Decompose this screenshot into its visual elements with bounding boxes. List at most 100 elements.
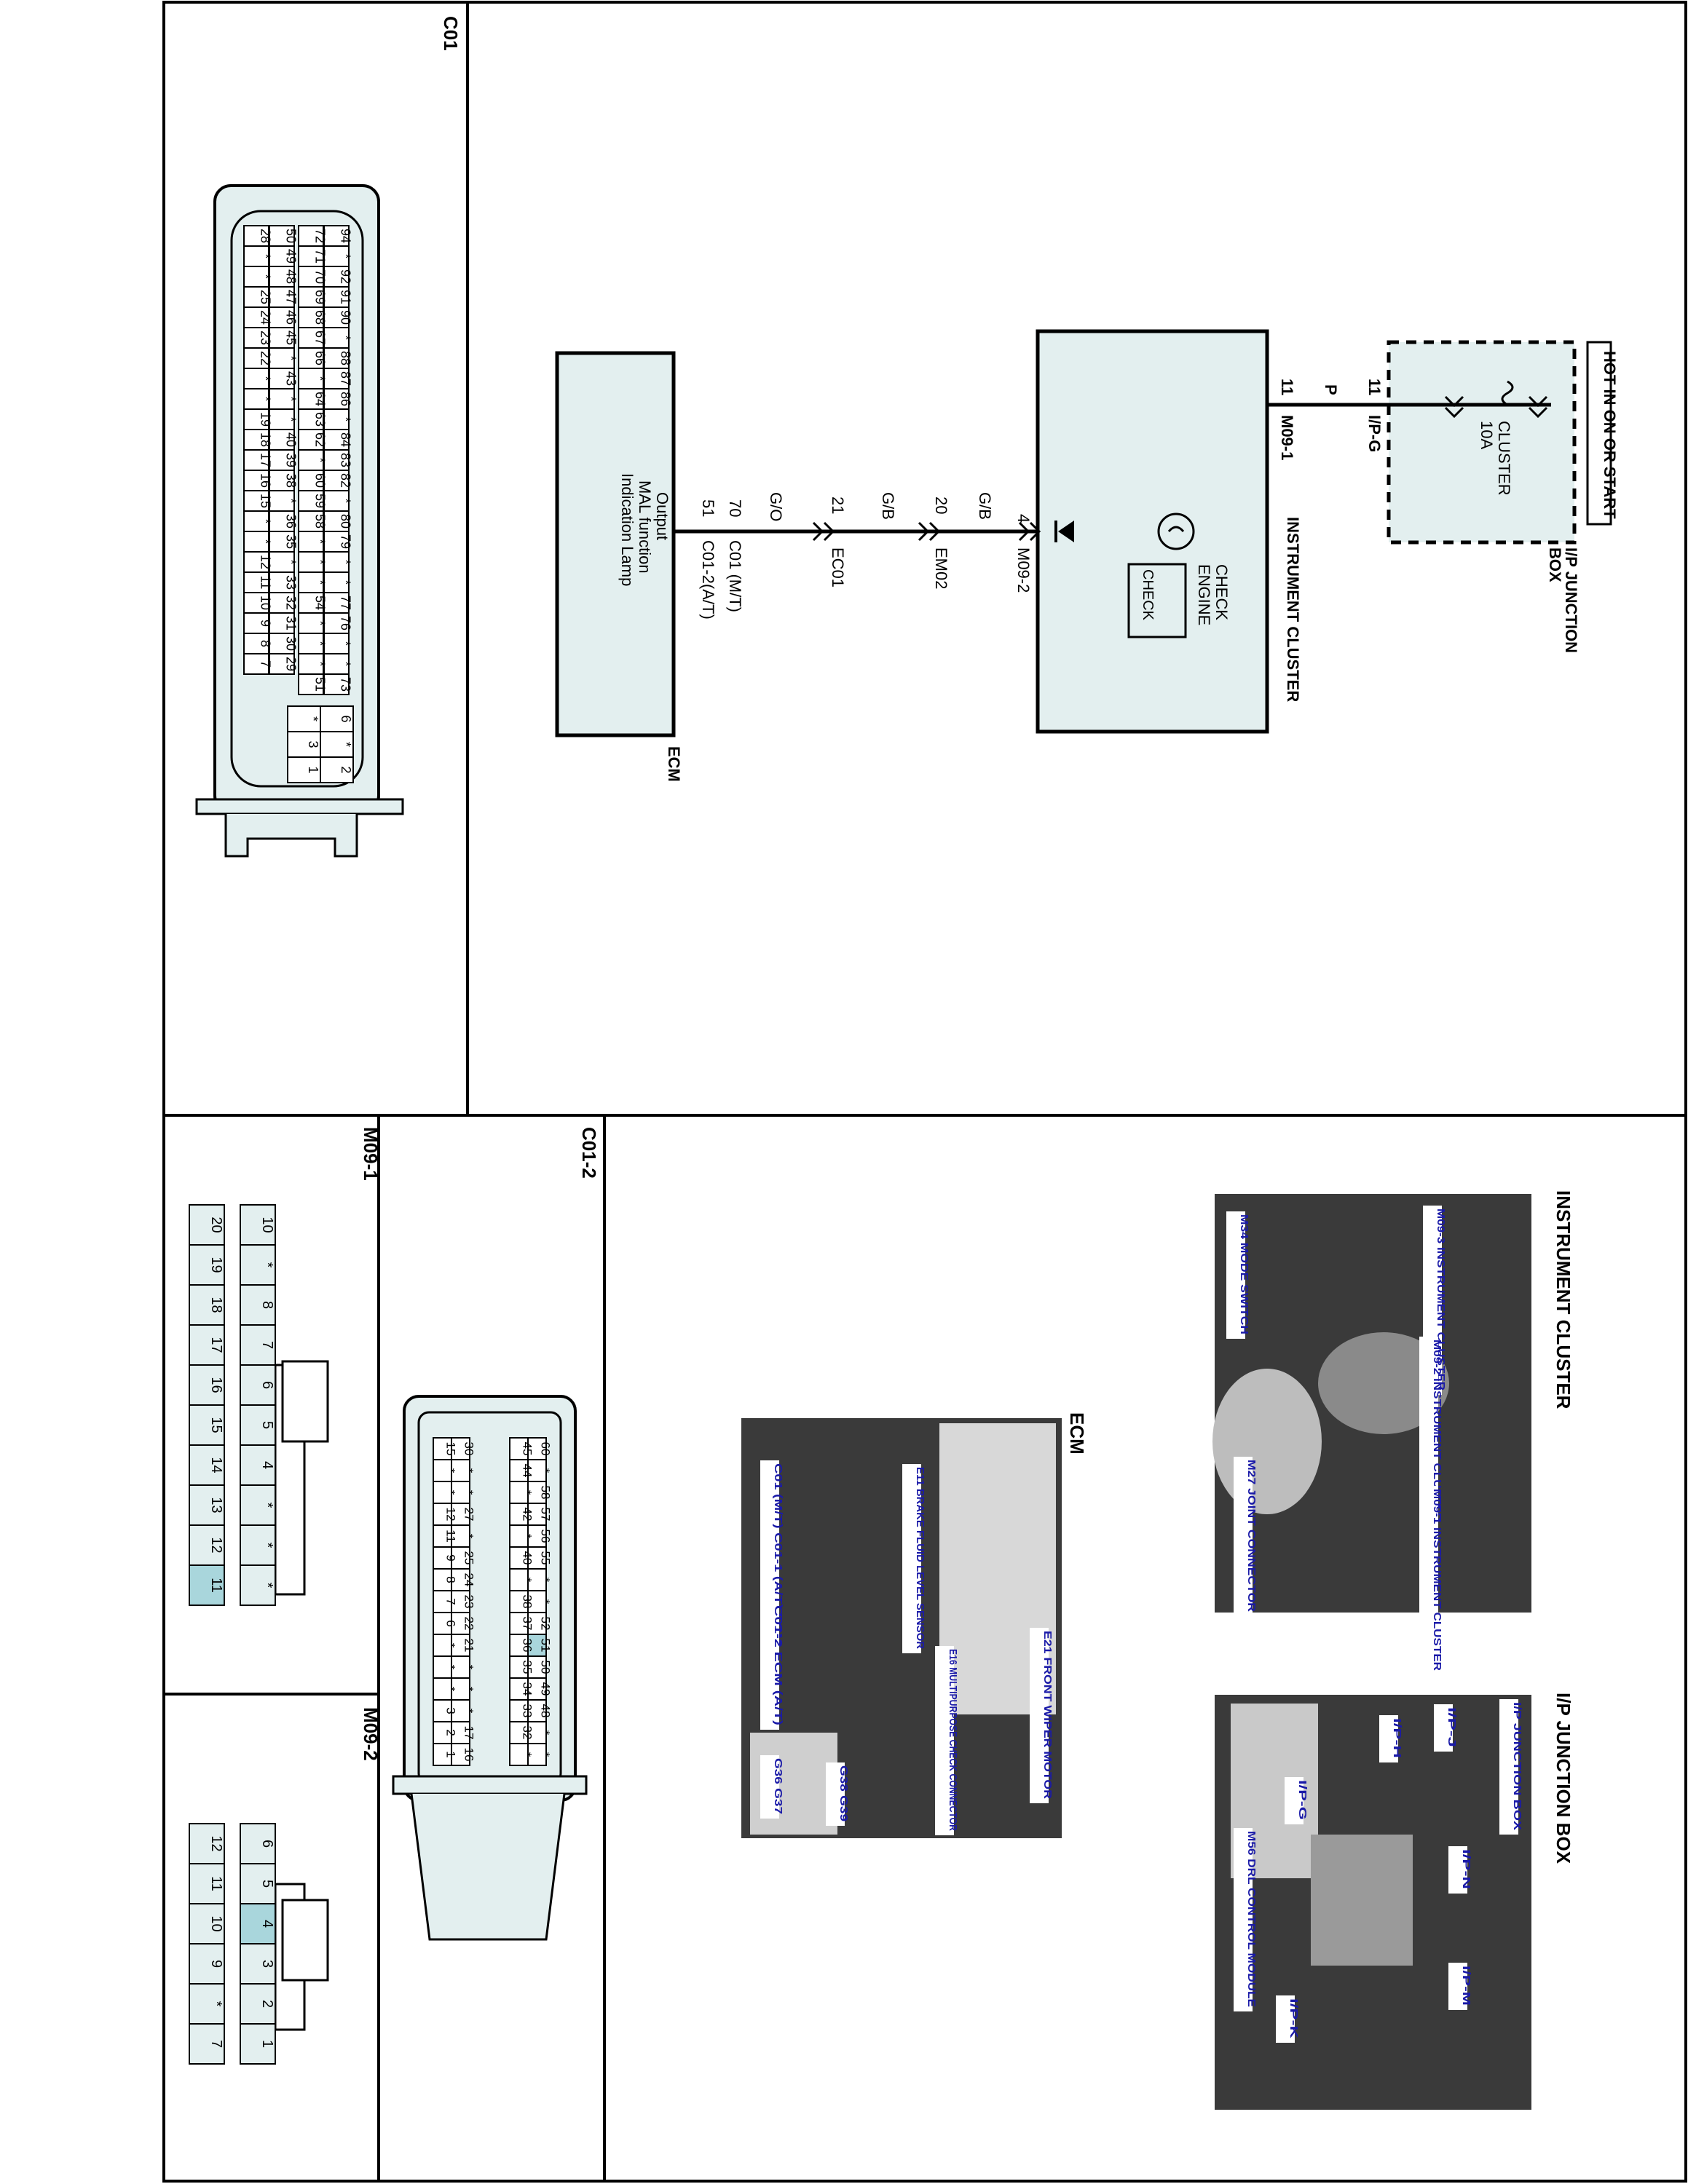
c01-2-pin: * — [443, 1468, 457, 1473]
c01-pin-cell — [269, 408, 295, 430]
m09-2-pin: 12 — [208, 1835, 224, 1851]
c01-pin: 35 — [283, 534, 298, 549]
c01-pin: 31 — [283, 616, 298, 630]
c01-pin: * — [312, 539, 327, 544]
c01-2-pin: * — [520, 1534, 534, 1539]
c01-pin: 68 — [312, 310, 327, 325]
chain-conn-m09-2: M09-2 — [1014, 547, 1033, 593]
m09-1-pin-cell — [189, 1204, 225, 1246]
c01-pin: 16 — [258, 473, 272, 488]
m09-2-pin: 9 — [208, 1960, 224, 1968]
m09-1-pin-cell — [240, 1364, 276, 1406]
c01-2-pin: 38 — [520, 1595, 534, 1609]
c01-pin: * — [312, 457, 327, 462]
c01-2-pin-cell — [509, 1590, 529, 1613]
c01-pin-cell — [243, 490, 269, 512]
c01-2-pin-cell — [433, 1481, 452, 1504]
ecm-desc-3: Indication Lamp — [618, 473, 636, 586]
c01-pin: 87 — [338, 371, 352, 386]
c01-pin-cell — [323, 286, 350, 308]
m09-1-pin-cell — [240, 1244, 276, 1286]
c01-2-pin: 33 — [520, 1704, 534, 1718]
c01-pin-cell — [269, 571, 295, 593]
c01-pin: 19 — [258, 412, 272, 427]
c01-2-pin-cell — [451, 1437, 470, 1460]
ecm-callout-bg — [935, 1646, 954, 1835]
c01-2-pin-cell — [509, 1721, 529, 1744]
c01-pin: * — [258, 518, 272, 523]
c01-pin: 48 — [283, 269, 298, 284]
m09-2-pin: 7 — [208, 2040, 224, 2048]
c01-pin: * — [312, 661, 327, 666]
c01-pin: 84 — [338, 432, 352, 447]
c01-pin-cell — [243, 408, 269, 430]
c01-pin: * — [338, 498, 352, 503]
c01-2-pin: 34 — [520, 1682, 534, 1696]
m09-1-pin: 17 — [208, 1337, 224, 1353]
c01-pin: 70 — [312, 269, 327, 284]
c01-small-pin: 6 — [339, 715, 353, 722]
m09-1-pin: 13 — [208, 1497, 224, 1513]
instrument-cluster-callout-bg — [1226, 1211, 1245, 1339]
c01-2-pin: 52 — [538, 1617, 552, 1631]
m09-2-pin: 2 — [259, 2000, 275, 2008]
chain-pin-51: 51 — [699, 499, 717, 517]
chain-color-go: G/O — [767, 492, 785, 521]
c01-2-pin: * — [462, 1665, 476, 1670]
c01-pin: * — [338, 579, 352, 585]
c01-2-pin-cell — [509, 1568, 529, 1591]
ip-junction-box-callout: I/P-N — [1460, 1849, 1472, 1889]
c01-2-pin: * — [520, 1752, 534, 1757]
m09-1-pin: 5 — [259, 1421, 275, 1429]
ecm-callout-bg — [760, 1602, 779, 1730]
c01-pin-cell — [323, 633, 350, 654]
fuse-name: CLUSTER — [1495, 421, 1513, 496]
m09-1-pin: 11 — [208, 1578, 224, 1593]
lamp-bulb-icon — [1157, 513, 1195, 550]
m09-2-pin-cell — [240, 1983, 276, 2025]
c01-pin: * — [283, 355, 298, 360]
c01-pin: 7 — [258, 660, 272, 668]
m09-1-pin: * — [259, 1543, 275, 1548]
m09-1-pin: * — [259, 1262, 275, 1268]
schematic: HOT IN ON OR START I/P JUNCTION BOX CLUS… — [555, 329, 1619, 782]
c01-pin: 58 — [312, 514, 327, 529]
m09-2-pin-cell — [240, 1943, 276, 1985]
c01-2-pin: 55 — [538, 1551, 552, 1565]
check-engine-symbol — [1127, 563, 1187, 638]
c01-2-pin-cell — [509, 1699, 529, 1722]
ip-junction-box-callout-bg — [1448, 1963, 1467, 2010]
c01-2-pin: 27 — [462, 1508, 476, 1522]
c01-pin: 45 — [283, 331, 298, 345]
c01-2-pin: 37 — [520, 1617, 534, 1631]
ip-junction-box-callout-bg — [1499, 1699, 1518, 1835]
c01-pin: * — [258, 539, 272, 544]
ip-junction-box-callout: I/P JUNCTION BOX — [1511, 1702, 1523, 1830]
c01-2-pin-cell — [433, 1677, 452, 1701]
c01-pin: 90 — [338, 310, 352, 325]
c01-2-pin-cell — [451, 1481, 470, 1504]
m09-1-pin-cell — [240, 1284, 276, 1326]
c01-small-pin-cell — [320, 705, 354, 732]
c01-pin: 30 — [283, 636, 298, 651]
m09-1-pin-cell — [240, 1564, 276, 1606]
photo-ic-title: INSTRUMENT CLUSTER — [1553, 1190, 1574, 1409]
c01-pin: 36 — [283, 514, 298, 529]
c01-pin-cell — [269, 286, 295, 308]
c01-pin: 69 — [312, 290, 327, 304]
m09-2-pin-cell — [189, 1983, 225, 2025]
m09-1-pin-cell — [189, 1564, 225, 1606]
ecm-callout: G36 G37 — [772, 1758, 784, 1814]
m09-2-pin: 4 — [259, 1920, 275, 1928]
c01-2-pin-cell — [451, 1743, 470, 1766]
c01-small-pin-cell — [287, 705, 321, 732]
c01-pin-cell — [298, 429, 324, 451]
c01-small-pin: 3 — [306, 740, 320, 748]
c01-2-pin: * — [520, 1578, 534, 1583]
m09-2-pin: * — [208, 2001, 224, 2007]
c01-2-pin: 3 — [443, 1707, 457, 1714]
c01-2-pin: 23 — [462, 1595, 476, 1609]
c01-2-pin-cell — [527, 1546, 547, 1570]
